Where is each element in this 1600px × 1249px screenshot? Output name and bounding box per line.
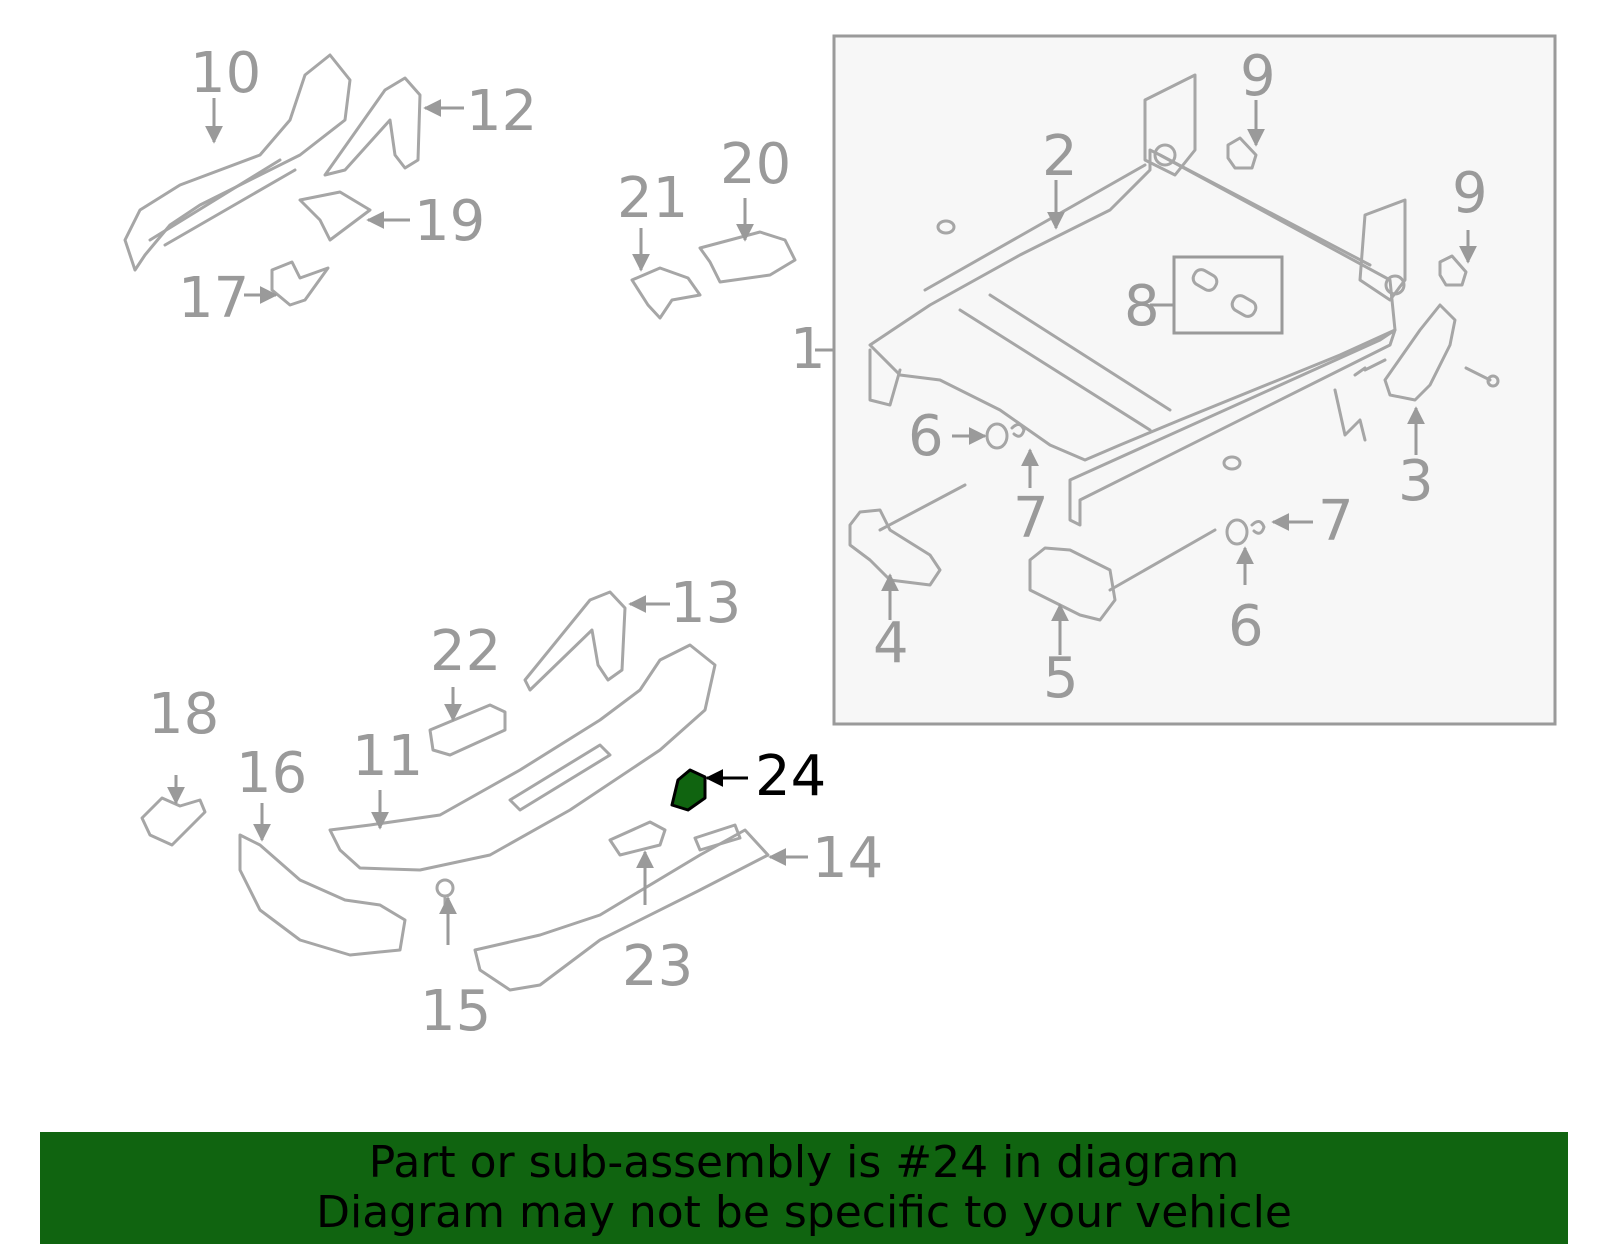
callout-2: 2 (1042, 124, 1078, 189)
callout-7b: 7 (1318, 489, 1354, 554)
cover-slot (508, 743, 612, 812)
callout-4: 4 (873, 611, 909, 676)
callout-17: 17 (178, 266, 249, 331)
cover-part-14 (473, 828, 770, 992)
trim-part-16 (238, 833, 407, 957)
clip-part-17 (270, 260, 330, 307)
callout-9b: 9 (1452, 161, 1488, 226)
side-cover-detail (148, 158, 297, 247)
callout-15: 15 (420, 979, 491, 1044)
callout-6b: 6 (1228, 594, 1264, 659)
side-cover-part-10 (123, 53, 352, 272)
cover-part-23 (608, 820, 667, 857)
callout-8: 8 (1124, 274, 1160, 339)
callout-24[interactable]: 24 (755, 744, 826, 809)
callout-20: 20 (720, 132, 791, 197)
height-motor-part (1353, 303, 1500, 402)
clip-part-18 (140, 796, 207, 847)
banner-line-2: Diagram may not be specific to your vehi… (316, 1187, 1292, 1238)
recline-motor-part-5 (1028, 528, 1217, 622)
spring-clip-part-7a (1010, 423, 1026, 438)
spring-clip-part-7b (1250, 520, 1266, 535)
callout-1: 1 (790, 317, 826, 382)
callout-3: 3 (1398, 449, 1434, 514)
callout-21: 21 (617, 166, 688, 231)
clip-part-9a (1226, 136, 1258, 170)
callout-16: 16 (236, 741, 307, 806)
clip-part-9b (1438, 254, 1468, 287)
highlighted-part-24[interactable] (670, 768, 707, 812)
leader-lines (167, 98, 1477, 945)
washer-part-6a (985, 422, 1009, 450)
callout-12: 12 (466, 79, 537, 144)
callout-14: 14 (812, 826, 883, 891)
clip-part-15 (435, 878, 455, 912)
callout-19: 19 (414, 189, 485, 254)
bracket-part-12 (323, 76, 422, 177)
callout-18: 18 (148, 682, 219, 747)
bracket-part-22 (428, 703, 507, 757)
callout-5: 5 (1043, 646, 1079, 711)
bracket-part-19 (298, 190, 372, 242)
bracket-part-13 (523, 590, 627, 692)
callout-22: 22 (430, 619, 501, 684)
callout-11: 11 (352, 724, 423, 789)
callout-9a: 9 (1240, 44, 1276, 109)
cover-part-14-slot (693, 823, 742, 852)
clip-part-21 (630, 266, 702, 320)
bushings-part (1191, 268, 1258, 318)
info-banner: Part or sub-assembly is #24 in diagram D… (40, 1132, 1568, 1244)
callout-7a: 7 (1013, 486, 1049, 551)
washer-part-6b (1225, 518, 1249, 546)
slide-motor-part-4 (848, 483, 967, 587)
cover-part-20 (698, 230, 797, 284)
callout-23: 23 (622, 934, 693, 999)
seat-frame-part (868, 73, 1407, 527)
callout-6a: 6 (908, 404, 944, 469)
side-cover-part-11 (328, 643, 717, 872)
banner-line-1: Part or sub-assembly is #24 in diagram (368, 1137, 1240, 1188)
callout-10: 10 (190, 41, 261, 106)
callout-13: 13 (670, 571, 741, 636)
part-8-box (1172, 255, 1284, 335)
